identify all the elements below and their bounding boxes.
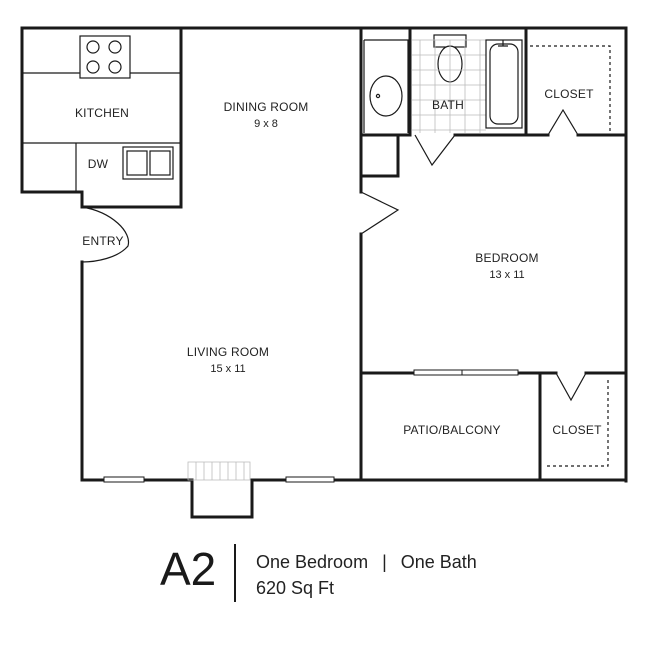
living-room-dims: 15 x 11 [210, 363, 245, 375]
windows [103, 369, 519, 483]
unit-area: 620 Sq Ft [256, 578, 335, 598]
entry-label: ENTRY [82, 234, 123, 248]
closet-top-label: CLOSET [544, 87, 594, 101]
unit-code: A2 [160, 543, 217, 595]
kitchen-label: KITCHEN [75, 106, 129, 120]
dining-room-label: DINING ROOM [224, 100, 309, 114]
bedroom-dims: 13 x 11 [489, 269, 524, 281]
dishwasher-label: DW [88, 157, 109, 171]
closet-rods [530, 45, 611, 467]
unit-layout-line: One Bedroom | One Bath [256, 552, 477, 573]
walls [20, 26, 628, 519]
living-room-label: LIVING ROOM [187, 345, 269, 359]
dining-room-dims: 9 x 8 [254, 118, 278, 130]
bedroom-count: One Bedroom [256, 552, 369, 572]
bath-fixtures [363, 34, 523, 133]
caption-separator: | [382, 552, 387, 572]
bath-label: BATH [432, 98, 464, 112]
caption-divider [234, 544, 236, 602]
doors [81, 108, 587, 402]
bath-count: One Bath [400, 552, 477, 572]
stove-icon [79, 35, 131, 79]
unit-caption: A2 One Bedroom | One Bath 620 Sq Ft [160, 538, 580, 608]
closet-bottom-label: CLOSET [552, 423, 602, 437]
kitchen-fixtures [22, 35, 181, 192]
patio-balcony-label: PATIO/BALCONY [403, 423, 501, 437]
bathroom-sink-icon [369, 75, 403, 117]
bedroom-label: BEDROOM [475, 251, 538, 265]
